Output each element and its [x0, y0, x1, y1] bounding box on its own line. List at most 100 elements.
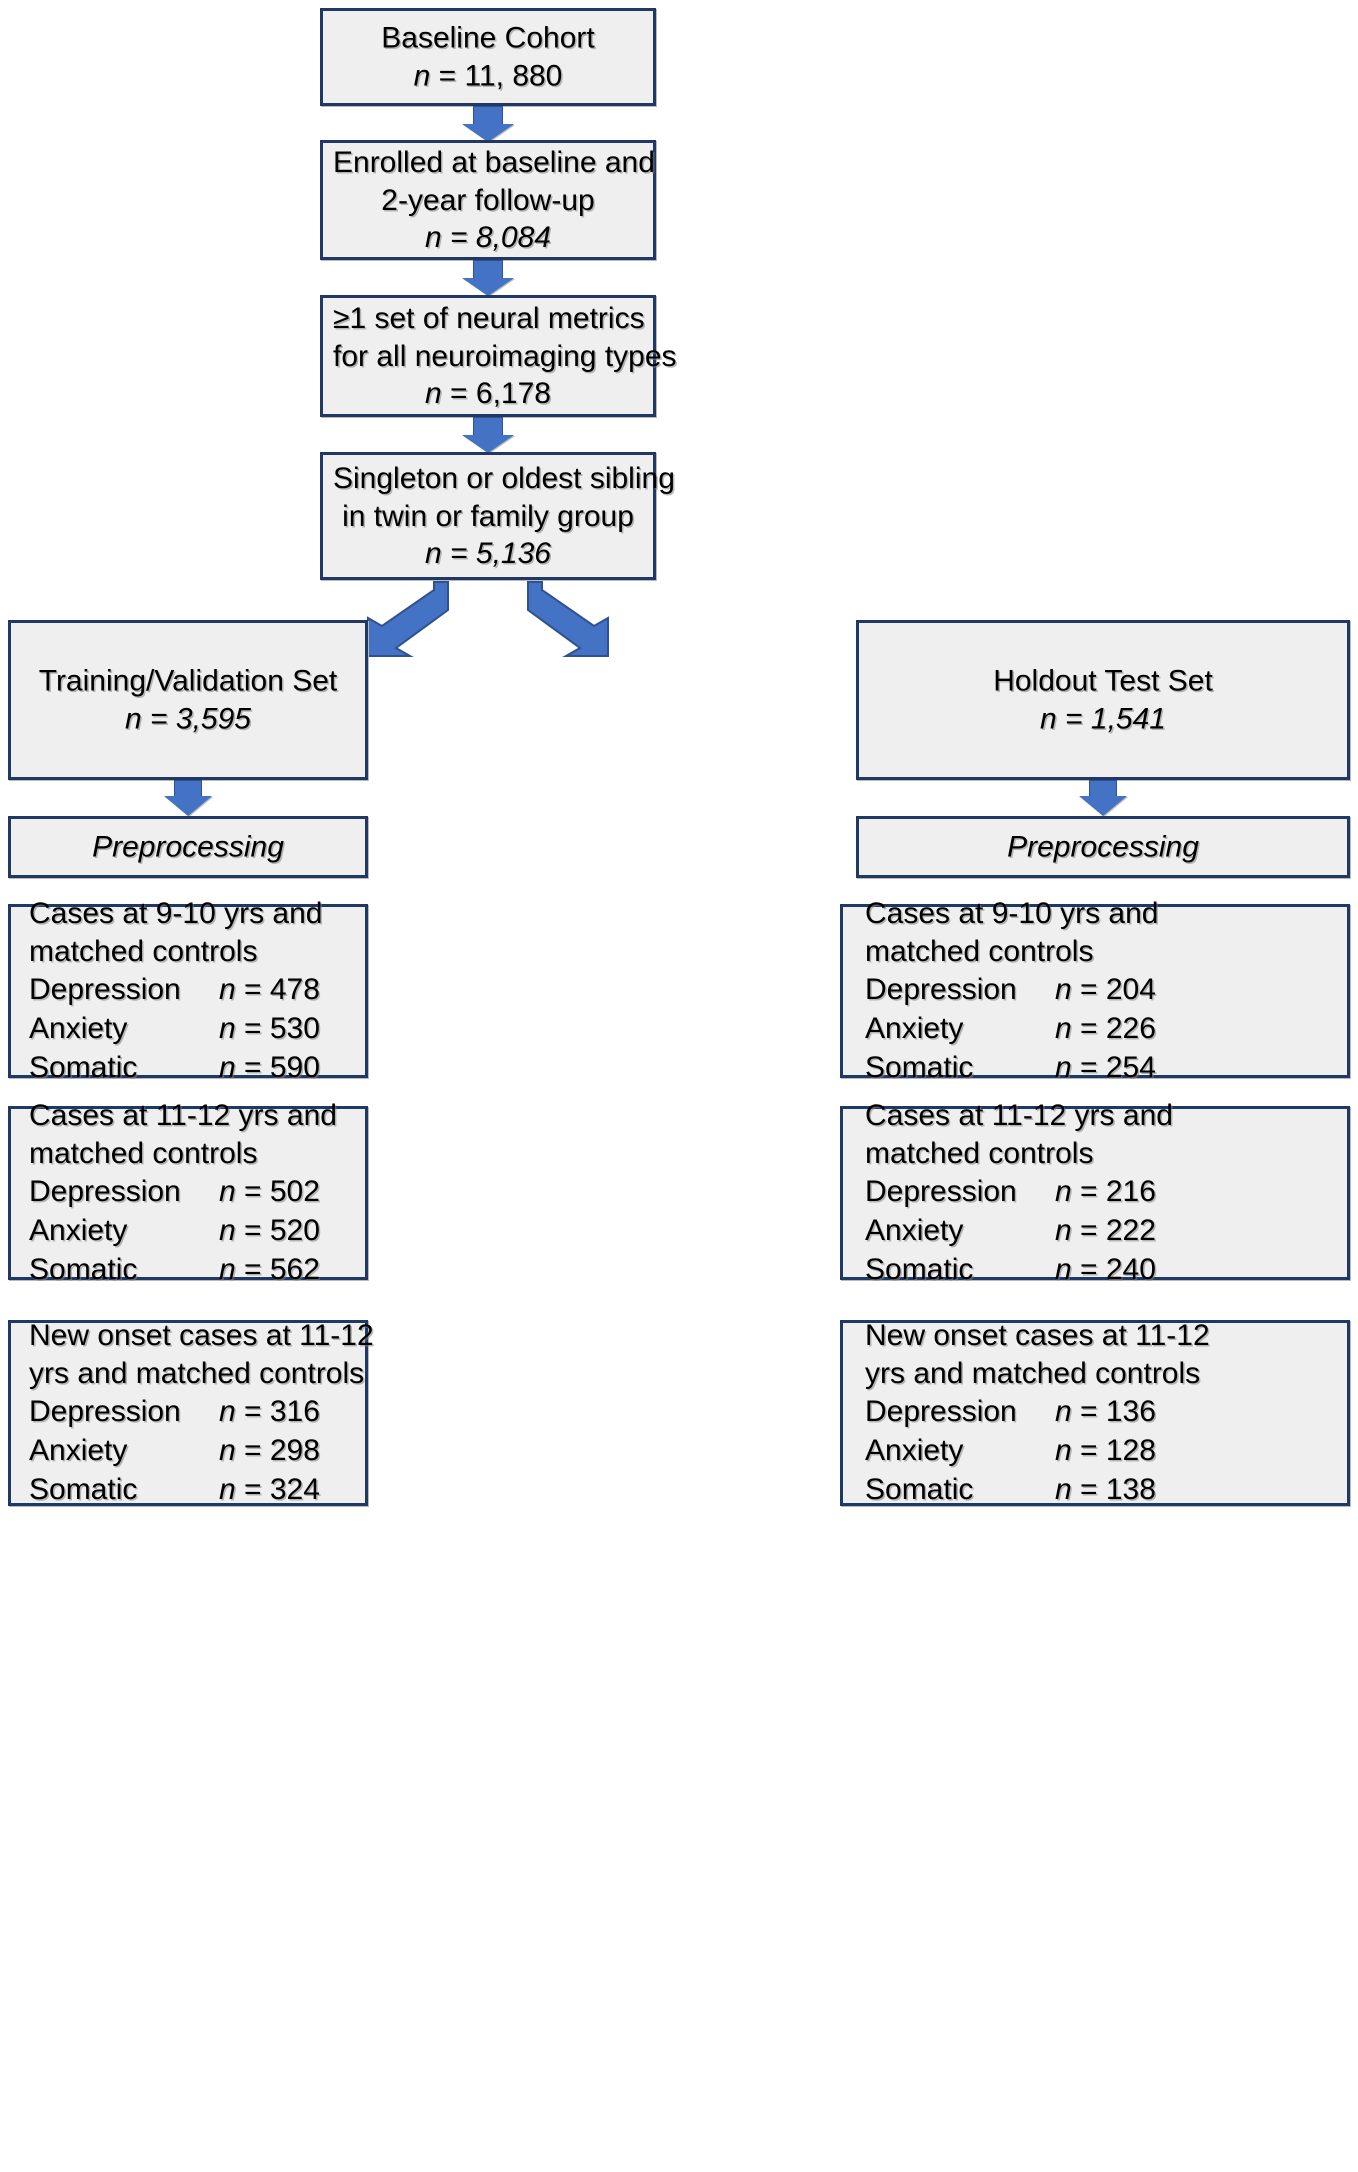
- table-row: Anxiety n = 520: [29, 1211, 355, 1250]
- left-9-10-line-1: Cases at 9-10 yrs and: [29, 897, 323, 930]
- right-new-onset-line-2: yrs and matched controls: [865, 1356, 1201, 1390]
- row-label: Depression: [865, 1395, 1017, 1428]
- row-value: n = 222: [1055, 1214, 1156, 1247]
- connector-enrolled-to-neural: [450, 260, 526, 296]
- enrolled-n: n = 8,084: [425, 220, 551, 254]
- row-value: n = 204: [1055, 973, 1156, 1006]
- connector-holdout-to-preprocessing: [1067, 780, 1139, 816]
- table-row: Depression n = 502: [29, 1172, 355, 1211]
- row-label: Anxiety: [865, 1214, 964, 1247]
- table-row: Somatic n = 324: [29, 1470, 355, 1509]
- connector-singleton-to-holdout: [527, 581, 614, 657]
- table-row: Anxiety n = 226: [865, 1009, 1337, 1048]
- row-label: Anxiety: [865, 1012, 964, 1045]
- row-label: Somatic: [29, 1473, 138, 1506]
- row-label: Somatic: [865, 1473, 974, 1506]
- row-value: n = 562: [219, 1253, 320, 1286]
- preprocessing-right-label: Preprocessing: [1007, 830, 1199, 864]
- table-row: Somatic n = 562: [29, 1250, 355, 1289]
- node-neural-metrics: ≥1 set of neural metrics for all neuroim…: [320, 295, 677, 417]
- left-11-12-line-1: Cases at 11-12 yrs and: [29, 1099, 337, 1132]
- row-label: Depression: [29, 1175, 181, 1208]
- training-set-n: n = 3,595: [125, 702, 251, 735]
- right-11-12-line-1: Cases at 11-12 yrs and: [865, 1099, 1173, 1132]
- training-set-title: Training/Validation Set: [38, 664, 338, 698]
- node-baseline-cohort: Baseline Cohort n = 11, 880: [320, 8, 656, 106]
- node-enrolled: Enrolled at baseline and 2-year follow-u…: [320, 140, 656, 260]
- preprocessing-left-label: Preprocessing: [92, 830, 284, 864]
- singleton-n: n = 5,136: [425, 536, 551, 570]
- table-row: Somatic n = 590: [29, 1048, 355, 1087]
- row-label: Depression: [865, 1175, 1017, 1208]
- table-row: Depression n = 204: [865, 970, 1337, 1009]
- node-right-new-onset-11-12: New onset cases at 11-12 yrs and matched…: [840, 1319, 1350, 1509]
- node-right-cases-9-10: Cases at 9-10 yrs and matched controls D…: [840, 897, 1350, 1084]
- node-right-cases-11-12: Cases at 11-12 yrs and matched controls …: [840, 1099, 1350, 1286]
- row-value: n = 254: [1055, 1051, 1156, 1084]
- row-label: Somatic: [29, 1051, 138, 1084]
- table-row: Depression n = 136: [865, 1392, 1337, 1431]
- table-row: Depression n = 316: [29, 1392, 355, 1431]
- holdout-set-title: Holdout Test Set: [993, 664, 1213, 698]
- baseline-cohort-title: Baseline Cohort: [381, 21, 595, 55]
- right-new-onset-line-1: New onset cases at 11-12: [865, 1319, 1210, 1352]
- row-label: Somatic: [29, 1253, 138, 1286]
- row-value: n = 128: [1055, 1434, 1156, 1467]
- enrolled-line-1: Enrolled at baseline and: [333, 145, 655, 179]
- row-label: Anxiety: [29, 1434, 128, 1467]
- row-label: Depression: [865, 973, 1017, 1006]
- row-label: Anxiety: [29, 1214, 128, 1247]
- left-new-onset-line-1: New onset cases at 11-12: [29, 1319, 374, 1352]
- singleton-line-1: Singleton or oldest sibling: [333, 461, 675, 495]
- table-row: Anxiety n = 222: [865, 1211, 1337, 1250]
- node-training-validation-set: Training/Validation Set n = 3,595: [8, 620, 368, 780]
- right-9-10-line-1: Cases at 9-10 yrs and: [865, 897, 1159, 930]
- node-left-cases-11-12: Cases at 11-12 yrs and matched controls …: [8, 1099, 368, 1286]
- baseline-cohort-n: n = 11, 880: [413, 59, 563, 92]
- row-value: n = 136: [1055, 1395, 1156, 1428]
- table-row: Depression n = 478: [29, 970, 355, 1009]
- connector-singleton-to-training: [362, 581, 449, 657]
- connector-neural-to-singleton: [450, 417, 526, 453]
- row-value: n = 478: [219, 973, 320, 1006]
- node-preprocessing-right: Preprocessing: [856, 816, 1350, 878]
- left-new-onset-line-2: yrs and matched controls: [29, 1356, 365, 1390]
- node-preprocessing-left: Preprocessing: [8, 816, 368, 878]
- right-9-10-line-2: matched controls: [865, 934, 1094, 968]
- table-row: Anxiety n = 128: [865, 1431, 1337, 1470]
- row-value: n = 530: [219, 1012, 320, 1045]
- left-11-12-line-2: matched controls: [29, 1136, 258, 1170]
- row-value: n = 316: [219, 1395, 320, 1428]
- row-value: n = 216: [1055, 1175, 1156, 1208]
- row-value: n = 520: [219, 1214, 320, 1247]
- row-label: Depression: [29, 973, 181, 1006]
- row-label: Depression: [29, 1395, 181, 1428]
- neural-metrics-n: n = 6,178: [425, 376, 551, 410]
- row-value: n = 226: [1055, 1012, 1156, 1045]
- table-row: Somatic n = 240: [865, 1250, 1337, 1289]
- table-row: Anxiety n = 530: [29, 1009, 355, 1048]
- row-value: n = 324: [219, 1473, 320, 1506]
- row-value: n = 298: [219, 1434, 320, 1467]
- row-label: Anxiety: [29, 1012, 128, 1045]
- row-value: n = 590: [219, 1051, 320, 1084]
- table-row: Somatic n = 138: [865, 1470, 1337, 1509]
- connector-baseline-to-enrolled: [450, 106, 526, 142]
- row-value: n = 138: [1055, 1473, 1156, 1506]
- neural-metrics-line-1: ≥1 set of neural metrics: [333, 301, 645, 335]
- table-row: Depression n = 216: [865, 1172, 1337, 1211]
- connector-training-to-preprocessing: [152, 780, 224, 816]
- node-left-cases-9-10: Cases at 9-10 yrs and matched controls D…: [8, 897, 368, 1084]
- row-value: n = 240: [1055, 1253, 1156, 1286]
- neural-metrics-line-2: for all neuroimaging types: [333, 339, 677, 373]
- row-label: Somatic: [865, 1253, 974, 1286]
- enrolled-line-2: 2-year follow-up: [381, 183, 595, 217]
- right-11-12-line-2: matched controls: [865, 1136, 1094, 1170]
- node-holdout-test-set: Holdout Test Set n = 1,541: [856, 620, 1350, 780]
- node-singleton: Singleton or oldest sibling in twin or f…: [320, 452, 675, 580]
- table-row: Somatic n = 254: [865, 1048, 1337, 1087]
- left-9-10-line-2: matched controls: [29, 934, 258, 968]
- singleton-line-2: in twin or family group: [342, 499, 634, 533]
- row-value: n = 502: [219, 1175, 320, 1208]
